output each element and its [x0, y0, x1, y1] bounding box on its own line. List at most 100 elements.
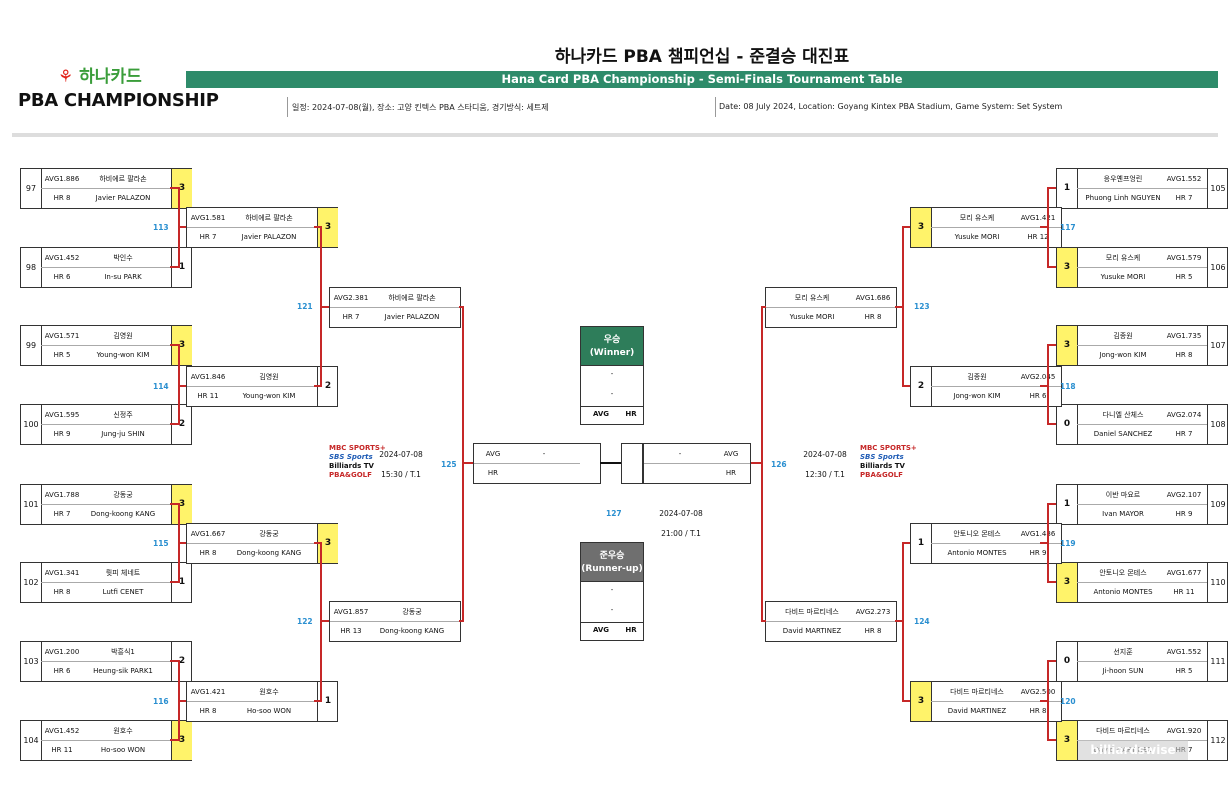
player-avg: AVG2.500 [1020, 688, 1056, 696]
schedule-right-date: 2024-07-08 [803, 450, 847, 459]
player-avg: AVG1.200 [44, 648, 80, 656]
match-number: 116 [153, 697, 169, 706]
row-divider [187, 543, 317, 544]
player-name-kr: 응우옌프엉린 [1103, 175, 1143, 183]
player-name-kr: 안토니오 몬테스 [953, 530, 1001, 538]
player-avg: AVG1.341 [44, 569, 80, 577]
seed-number: 102 [21, 563, 42, 602]
bracket-line [762, 306, 766, 308]
bracket-line [1048, 581, 1056, 583]
bracket-line [1048, 266, 1056, 268]
player-name-en: Ho-soo WON [100, 746, 146, 754]
player-hr: HR 11 [1173, 588, 1195, 596]
bracket-line [320, 306, 329, 308]
player-hr: HR 7 [1175, 430, 1193, 438]
player-avg: AVG1.452 [44, 727, 80, 735]
row-divider [41, 504, 171, 505]
bracket-line [903, 542, 910, 544]
row-divider [41, 424, 171, 425]
bracket-line [170, 581, 179, 583]
player-hr: HR 5 [53, 351, 71, 359]
player-hr: HR 8 [199, 707, 217, 715]
row-divider [766, 621, 896, 622]
schedule-final-date: 2024-07-08 [659, 509, 703, 518]
player-name-kr: 선지훈 [1113, 648, 1133, 656]
score-cell: 2 [911, 367, 932, 406]
bracket-line [1048, 187, 1056, 189]
row-divider [931, 227, 1061, 228]
row-divider [187, 386, 317, 387]
player-name-en: Heung-sik PARK1 [93, 667, 153, 675]
bracket-line [170, 739, 179, 741]
match-number: 121 [297, 302, 313, 311]
seed-number: 104 [21, 721, 42, 760]
player-hr: HR 8 [53, 194, 71, 202]
player-hr: HR 5 [1175, 273, 1193, 281]
score-cell: 1 [1057, 485, 1078, 524]
player-hr: HR 8 [864, 627, 882, 635]
player-name-kr: 강동궁 [402, 608, 422, 616]
score-cell: 1 [1057, 169, 1078, 208]
final-left-avg: AVG [485, 450, 501, 458]
bracket-line [178, 542, 186, 544]
player-hr: HR 7 [53, 510, 71, 518]
match-number: 124 [914, 617, 930, 626]
winner-box: - - AVG HR [580, 365, 644, 425]
match-number: 113 [153, 223, 169, 232]
match-number: 122 [297, 617, 313, 626]
bracket-line [170, 266, 179, 268]
player-name-kr: 다비드 마르티네스 [785, 608, 839, 616]
seed-number: 109 [1207, 485, 1228, 524]
player-name-kr: 모리 유스케 [959, 214, 995, 222]
player-avg: AVG1.920 [1166, 727, 1202, 735]
player-name-kr: 하비에르 팔라손 [99, 175, 147, 183]
page-title-en: Hana Card PBA Championship - Semi-Finals… [186, 71, 1218, 88]
bracket-line [1040, 542, 1048, 544]
final-right-box: - AVG HR [643, 443, 751, 484]
final-right-score [621, 443, 643, 484]
schedule-left-date: 2024-07-08 [379, 450, 423, 459]
player-avg: AVG1.846 [190, 373, 226, 381]
player-name-kr: 김영원 [259, 373, 279, 381]
row-divider [931, 543, 1061, 544]
match-number: 115 [153, 539, 169, 548]
player-name-en: Ho-soo WON [246, 707, 292, 715]
bracket-line [762, 620, 766, 622]
bracket-line [1048, 660, 1056, 662]
final-right-name: - [678, 450, 682, 458]
player-avg: AVG1.552 [1166, 175, 1202, 183]
hanacard-logo: ⚘ 하나카드 [58, 67, 142, 87]
match-number: 120 [1060, 697, 1076, 706]
row-divider [1077, 267, 1207, 268]
player-name-kr: 원호수 [259, 688, 279, 696]
seed-number: 106 [1207, 248, 1228, 287]
player-avg: AVG1.552 [1166, 648, 1202, 656]
match-number: 127 [606, 509, 622, 518]
info-divider [715, 97, 716, 117]
bracket-line [895, 620, 903, 622]
final-left-box: AVG - HR [473, 443, 581, 484]
score-cell: 0 [1057, 405, 1078, 444]
player-name-kr: 박인수 [113, 254, 133, 262]
player-hr: HR 5 [1175, 667, 1193, 675]
player-name-kr: 김영원 [113, 332, 133, 340]
bracket-line [178, 344, 180, 425]
seed-number: 105 [1207, 169, 1228, 208]
player-avg: AVG1.579 [1166, 254, 1202, 262]
schedule-info-kr: 일정: 2024-07-08(월), 장소: 고양 킨텍스 PBA 스타디움, … [292, 103, 549, 112]
bracket-line [761, 306, 763, 622]
watermark: billiardswise [1078, 740, 1188, 760]
